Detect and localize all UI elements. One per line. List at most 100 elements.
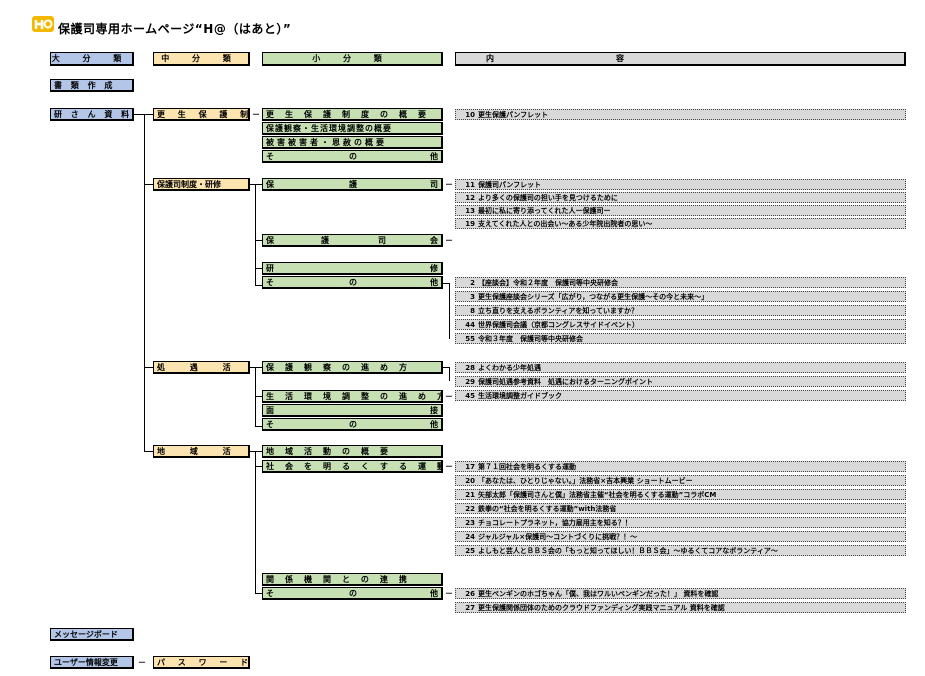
content-item-number: 13 <box>465 207 475 215</box>
small-kenshu-char-b: 修 <box>430 264 438 273</box>
content-item-title: 更生保護パンフレット <box>478 111 549 119</box>
small-sonota-3-char-a: そ <box>266 420 274 429</box>
connector-dash: － <box>445 589 453 598</box>
small-chiiki-gaiyo-button[interactable]: 地域活動の概要 <box>262 445 443 458</box>
medium-password-change-button[interactable]: パ ス ワ ー ド 変 更 <box>153 656 250 669</box>
connector-line <box>255 367 256 427</box>
content-item-title: 更生保護座談会シリーズ「広がり，つながる更生保護〜その今と未来〜」 <box>478 293 709 301</box>
connector-line <box>443 283 449 284</box>
small-hogoshi-button[interactable]: 保 護 司 <box>262 178 443 191</box>
connector-dash: － <box>445 392 453 401</box>
small-sonota-1-button[interactable]: そ の 他 <box>262 150 443 163</box>
small-kenshu-button[interactable]: 研 修 <box>262 262 443 275</box>
small-mensetsu-button[interactable]: 面 接 <box>262 404 443 417</box>
small-hogoshi-char-b: 護 <box>349 180 357 189</box>
content-item-number: 21 <box>465 491 475 499</box>
large-kenshu-shiryo-button[interactable]: 研 さ ん 資 料 <box>50 108 134 121</box>
small-seikatsu-susume-button[interactable]: 生活環境調整の進め方 <box>262 390 443 403</box>
content-item-title: より多くの保護司の担い手を見つけるために <box>478 194 618 202</box>
small-sonota-3-char-c: 他 <box>430 420 438 429</box>
content-item-title: 保護司処遇参考資料 処遇におけるターニングポイント <box>478 378 653 386</box>
small-kansatsu-susume-button[interactable]: 保護観察の進め方 <box>262 361 443 374</box>
connector-dash: － <box>138 658 146 667</box>
content-item-title: 「あなたは、ひとりじゃない。」法務省×吉本興業 ショートムービー <box>478 477 693 485</box>
small-shakai-button[interactable]: 社会を明るくする運動 <box>262 460 443 473</box>
connector-line <box>255 593 262 594</box>
connector-line <box>255 184 262 185</box>
small-sonota-2-char-c: 他 <box>430 278 438 287</box>
content-item-title: 【座談会】令和２年度 保護司等中央研修会 <box>478 279 618 287</box>
content-item-number: 19 <box>465 220 475 228</box>
content-item-number: 23 <box>465 519 475 527</box>
small-kousei-gaiyo-button[interactable]: 更生保護制度の概要 <box>262 108 443 121</box>
connector-line <box>255 451 262 452</box>
medium-kousei-hogo-seido-button[interactable]: 更 生 保 護 制 度 <box>153 108 250 121</box>
small-sonota-4-button[interactable]: そ の 他 <box>262 587 443 600</box>
small-hogoshi-char-c: 司 <box>430 180 438 189</box>
large-user-info-button[interactable]: ユーザー情報変更 <box>50 656 134 669</box>
large-shorui-sakusei-button[interactable]: 書 類 作 成 <box>50 79 134 92</box>
connector-line <box>255 451 256 593</box>
content-item-number: 20 <box>465 477 475 485</box>
small-sonota-2-button[interactable]: そ の 他 <box>262 276 443 289</box>
content-item-title: よしもと芸人とＢＢＳ会の「もっと知ってほしい！ＢＢＳ会」〜ゆるくてコアなボランテ… <box>478 547 778 555</box>
header-large-category: 大 分 類 <box>50 52 134 66</box>
small-hogoshikai-button[interactable]: 保 護 司 会 <box>262 234 443 247</box>
medium-chiiki-katsudo-button[interactable]: 地 域 活 動 <box>153 445 250 458</box>
content-item-number: 28 <box>465 364 475 372</box>
small-sonota-4-char-b: の <box>349 589 357 598</box>
connector-line <box>144 451 153 452</box>
small-sonota-4-char-c: 他 <box>430 589 438 598</box>
connector-line <box>144 184 153 185</box>
content-item-number: 3 <box>470 293 475 301</box>
content-item-number: 8 <box>470 307 475 315</box>
content-item-number: 10 <box>465 111 475 119</box>
medium-shogu-katsudo-button[interactable]: 処 遇 活 動 <box>153 361 250 374</box>
content-item-number: 44 <box>465 321 475 329</box>
content-item-title: 最初に私に寄り添ってくれた人ー保護司ー <box>478 207 611 215</box>
small-hogoshi-char-a: 保 <box>266 180 274 189</box>
content-item-number: 26 <box>465 590 475 598</box>
small-kansatsu-gaiyo-button[interactable]: 保護観察・生活環境調整の概要 <box>262 122 443 135</box>
small-sonota-1-char-b: の <box>349 152 357 161</box>
small-kankei-renkei-button[interactable]: 関係機関との連携 <box>262 573 443 586</box>
content-item-number: 2 <box>470 279 475 287</box>
connector-line <box>144 367 153 368</box>
content-item[interactable]: 2【座談会】令和２年度 保護司等中央研修会 <box>455 277 906 288</box>
header-medium-category: 中 分 類 <box>153 52 250 66</box>
large-message-board-button[interactable]: メッセージボード <box>50 628 134 641</box>
small-hogoshikai-char-a: 保 <box>266 236 274 245</box>
small-hogoshikai-char-d: 会 <box>430 236 438 245</box>
small-higai-gaiyo-button[interactable]: 被害被害者・恩赦の概要 <box>262 136 443 149</box>
content-item[interactable]: 20「あなたは、ひとりじゃない。」法務省×吉本興業 ショートムービー <box>455 475 906 486</box>
medium-hogoshi-seido-kenshu-button[interactable]: 保護司制度・研修 <box>153 178 250 191</box>
header-content: 内 容 <box>455 52 906 66</box>
content-item-number: 17 <box>465 463 475 471</box>
small-sonota-3-char-b: の <box>349 420 357 429</box>
connector-line <box>255 396 262 397</box>
content-item-title: 鉄拳の“社会を明るくする運動”with法務省 <box>478 505 617 513</box>
connector-line <box>144 114 153 115</box>
connector-dash: － <box>252 110 260 119</box>
small-sonota-3-button[interactable]: そ の 他 <box>262 418 443 431</box>
